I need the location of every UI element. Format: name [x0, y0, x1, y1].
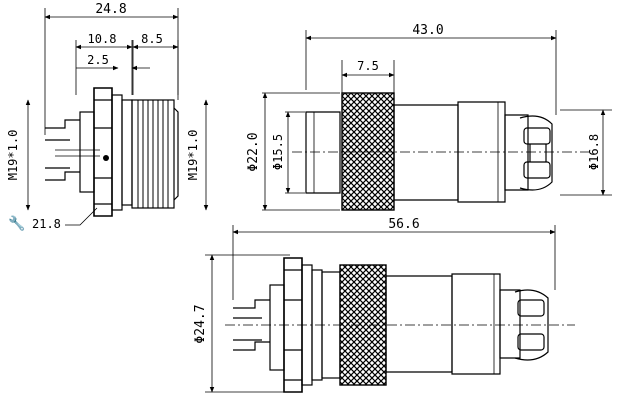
dim-thread-label: 8.5: [141, 32, 163, 46]
front-view: 24.8 10.8 8.5 2.5 M19*1.0 M19*1.0: [6, 2, 209, 232]
plug-inner-diameter: Φ15.5: [271, 134, 285, 170]
wrench-size-label: 21.8: [32, 217, 61, 231]
plug-length-label: 43.0: [412, 23, 443, 38]
thread-lines: [137, 100, 169, 208]
dim-flange-label: 2.5: [87, 53, 109, 67]
wrench-icon: 🔧: [8, 214, 25, 232]
assembly-length-label: 56.6: [388, 217, 419, 232]
plug-view: 43.0 7.5 Φ22.0 Φ15.5 Φ16.8: [246, 23, 612, 211]
plug-outer-diameter: Φ22.0: [246, 132, 261, 171]
knurled-coupling-nut: [341, 92, 395, 211]
thread-right-label: M19*1.0: [186, 130, 200, 181]
assembly-outer-diameter: Φ24.7: [193, 304, 208, 343]
thread-left-label: M19*1.0: [6, 130, 20, 181]
dim-overall-label: 24.8: [95, 2, 126, 17]
dim-body-label: 10.8: [88, 32, 117, 46]
plug-tail-diameter: Φ16.8: [587, 134, 601, 170]
assembly-view: 56.6 Φ24.7: [193, 217, 575, 393]
knurl-length-label: 7.5: [357, 59, 379, 73]
